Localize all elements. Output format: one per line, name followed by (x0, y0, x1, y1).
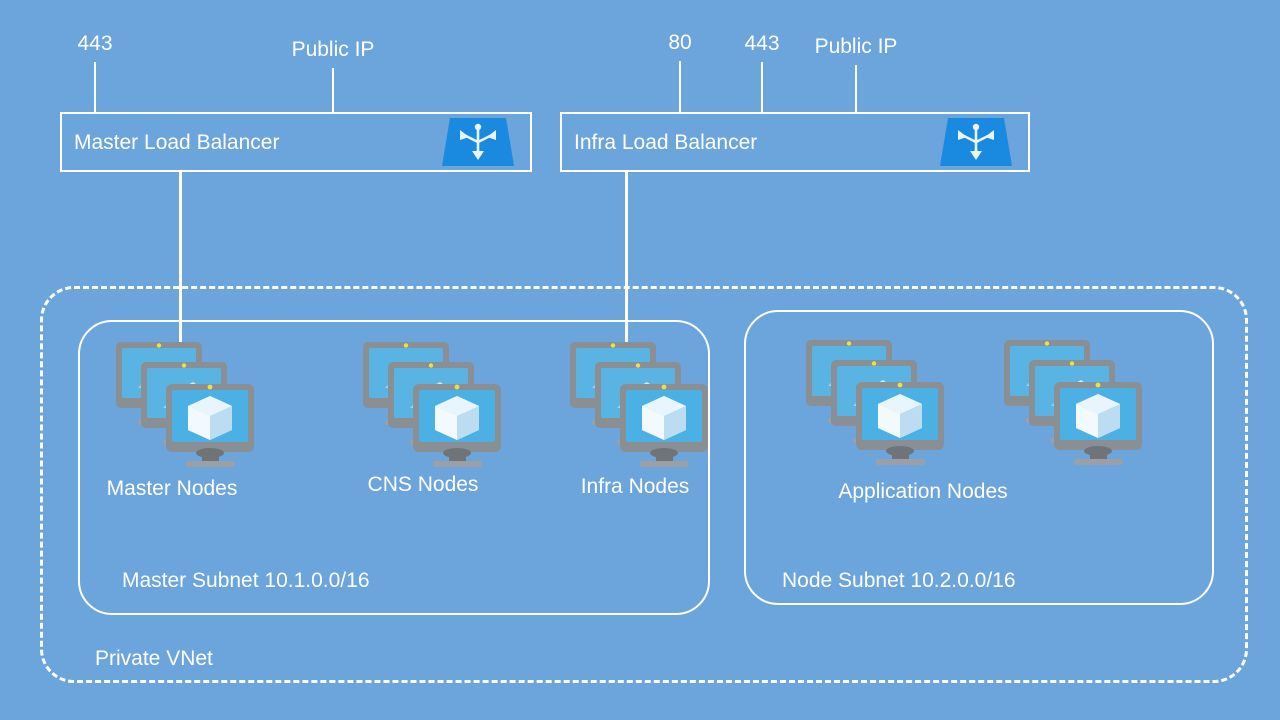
infra-nodes-label: Infra Nodes (580, 475, 690, 498)
master-nodes-icon (108, 340, 258, 470)
cns-nodes-label: CNS Nodes (367, 473, 479, 496)
connector-master-lb-to-master-nodes (179, 172, 182, 352)
annotation-tick-public-ip-master (332, 68, 334, 112)
annotation-tick-port-443-master (94, 62, 96, 112)
application-nodes-icon-1 (798, 338, 948, 468)
annotation-label-public-ip-master: Public IP (291, 38, 375, 61)
infra-nodes-icon (562, 340, 712, 470)
master-load-balancer-label: Master Load Balancer (74, 130, 280, 154)
private-vnet-boundary (40, 286, 1248, 683)
connector-infra-lb-to-infra-nodes (625, 172, 628, 352)
infra-load-balancer[interactable]: Infra Load Balancer (560, 112, 1030, 172)
azure-load-balancer-icon (440, 118, 516, 166)
node-subnet-label: Node Subnet 10.2.0.0/16 (782, 569, 1016, 592)
application-nodes-icon-2 (996, 338, 1146, 468)
annotation-tick-port-443-infra (761, 62, 763, 112)
annotation-tick-port-80-infra (679, 61, 681, 112)
master-subnet-label: Master Subnet 10.1.0.0/16 (122, 569, 370, 592)
annotation-label-port-443-infra: 443 (744, 32, 780, 55)
azure-load-balancer-icon (938, 118, 1014, 166)
annotation-tick-public-ip-infra (855, 65, 857, 112)
annotation-label-port-80-infra: 80 (668, 31, 692, 54)
node-subnet-boundary (744, 310, 1214, 605)
cns-nodes-icon (355, 340, 505, 470)
private-vnet-label: Private VNet (95, 647, 213, 670)
infra-load-balancer-label: Infra Load Balancer (574, 130, 758, 154)
master-load-balancer[interactable]: Master Load Balancer (60, 112, 532, 172)
master-nodes-label: Master Nodes (106, 477, 238, 500)
annotation-label-port-443-master: 443 (77, 32, 113, 55)
annotation-label-public-ip-infra: Public IP (814, 35, 898, 58)
master-subnet-boundary (78, 320, 710, 615)
application-nodes-label: Application Nodes (838, 480, 1008, 503)
